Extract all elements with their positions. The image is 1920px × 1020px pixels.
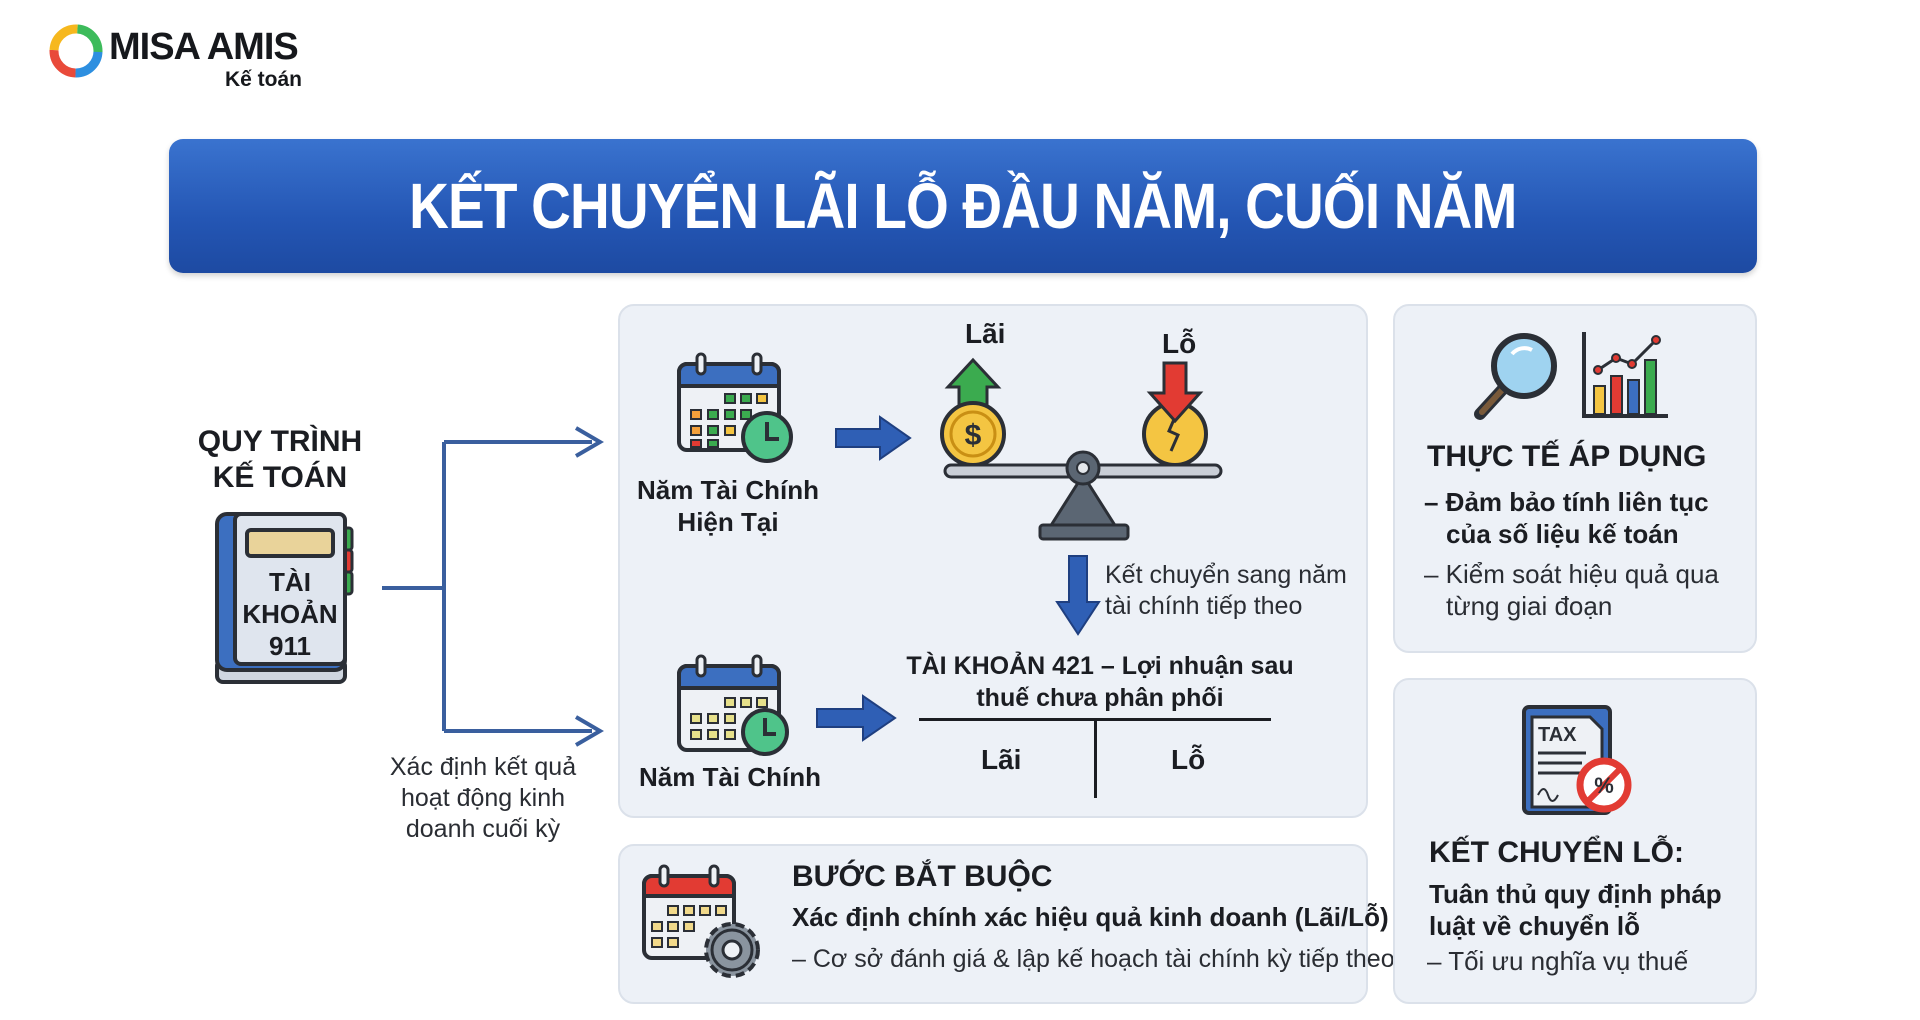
account-911-book: TÀI KHOẢN 911 xyxy=(213,510,359,686)
t-account-profit: Lãi xyxy=(981,744,1022,775)
account-421-line1: TÀI KHOẢN 421 – Lợi nhuận sau xyxy=(906,652,1294,680)
caption-line3: doanh cuối kỳ xyxy=(405,815,561,843)
practice-title: THỰC TẾ ÁP DỤNG xyxy=(1427,440,1707,473)
book-line3: 911 xyxy=(269,631,311,661)
practice-bullet-2-line2: từng giai đoạn xyxy=(1446,591,1613,621)
mandatory-subtitle: Xác định chính xác hiệu quả kinh doanh (… xyxy=(792,902,1389,932)
logo: MISA AMIS Kế toán xyxy=(47,20,317,96)
transfer-line1: Kết chuyển sang năm xyxy=(1105,561,1347,589)
book-icon xyxy=(215,512,354,684)
logo-brand: MISA AMIS xyxy=(109,26,299,68)
tax-icon-text: TAX xyxy=(1538,724,1577,746)
title-banner: KẾT CHUYỂN LÃI LỖ ĐẦU NĂM, CUỐI NĂM xyxy=(169,139,1757,273)
current-year-line2: Hiện Tại xyxy=(677,507,779,537)
practice-bullet-1-line1: – Đảm bảo tính liên tục xyxy=(1424,487,1709,517)
svg-text:$: $ xyxy=(965,419,982,452)
mandatory-title: BƯỚC BẮT BUỘC xyxy=(792,860,1053,893)
current-year-label: Năm Tài Chính Hiện Tại xyxy=(618,474,838,538)
book-line1: TÀI xyxy=(269,567,311,597)
balance-scale-icon: $ xyxy=(940,357,1223,541)
svg-text:%: % xyxy=(1594,773,1614,798)
t-account-vertical xyxy=(1094,718,1097,798)
calendar-gear-icon xyxy=(642,864,760,978)
logo-product: Kế toán xyxy=(225,68,303,91)
tax-document-icon: TAX % xyxy=(1522,705,1632,815)
right-arrow-icon xyxy=(816,694,897,742)
book-line2: KHOẢN xyxy=(242,599,338,629)
next-year-label: Năm Tài Chính xyxy=(638,762,821,792)
scale-profit-label: Lãi xyxy=(965,318,1006,349)
process-heading-line1: QUY TRÌNH xyxy=(197,425,363,458)
transfer-note: Kết chuyển sang năm tài chính tiếp theo xyxy=(1105,560,1347,622)
loss-transfer-line2: luật về chuyển lỗ xyxy=(1429,911,1640,941)
account-421-title: TÀI KHOẢN 421 – Lợi nhuận sau thuế chưa … xyxy=(900,650,1300,714)
profit-up-arrow-icon xyxy=(944,357,1002,407)
magnifier-icon xyxy=(1474,333,1557,420)
loss-transfer-title: KẾT CHUYỂN LỖ: xyxy=(1429,836,1684,869)
current-year-line1: Năm Tài Chính xyxy=(636,475,819,505)
down-arrow-icon xyxy=(1055,555,1101,636)
scale-loss-label: Lỗ xyxy=(1162,328,1197,359)
process-caption: Xác định kết quả hoạt động kinh doanh cu… xyxy=(373,752,593,845)
caption-line1: Xác định kết quả xyxy=(389,753,577,781)
mandatory-note: – Cơ sở đánh giá & lập kế hoạch tài chín… xyxy=(792,945,1395,973)
calendar-clock-icon xyxy=(677,654,789,756)
practice-bullet-1: – Đảm bảo tính liên tục của số liệu kế t… xyxy=(1424,486,1709,550)
loss-down-arrow-icon xyxy=(1146,361,1204,424)
practice-bullet-2: – Kiểm soát hiệu quả qua từng giai đoạn xyxy=(1424,558,1719,622)
page-title: KẾT CHUYỂN LÃI LỖ ĐẦU NĂM, CUỐI NĂM xyxy=(409,170,1517,242)
branch-connector xyxy=(382,426,604,747)
transfer-line2: tài chính tiếp theo xyxy=(1105,592,1303,620)
practice-bullet-1-line2: của số liệu kế toán xyxy=(1446,519,1679,549)
logo-icon xyxy=(49,24,103,78)
loss-transfer-note: – Tối ưu nghĩa vụ thuế xyxy=(1427,946,1689,976)
loss-transfer-rule: Tuân thủ quy định pháp luật về chuyển lỗ xyxy=(1429,878,1722,942)
practice-panel xyxy=(1393,304,1757,653)
arrow-icon xyxy=(574,715,604,747)
bar-chart-icon xyxy=(1582,332,1668,418)
account-421-line2: thuế chưa phân phối xyxy=(976,684,1224,712)
calendar-clock-icon xyxy=(677,352,793,463)
practice-bullet-2-line1: – Kiểm soát hiệu quả qua xyxy=(1424,559,1719,589)
mandatory-step-panel xyxy=(618,844,1368,1004)
process-heading-line2: KẾ TOÁN xyxy=(212,461,348,494)
process-heading: QUY TRÌNH KẾ TOÁN xyxy=(180,424,380,496)
loss-transfer-line1: Tuân thủ quy định pháp xyxy=(1429,879,1722,909)
t-account-loss: Lỗ xyxy=(1171,744,1206,775)
right-arrow-icon xyxy=(835,415,912,461)
caption-line2: hoạt động kinh xyxy=(400,784,566,812)
arrow-icon xyxy=(574,426,604,458)
